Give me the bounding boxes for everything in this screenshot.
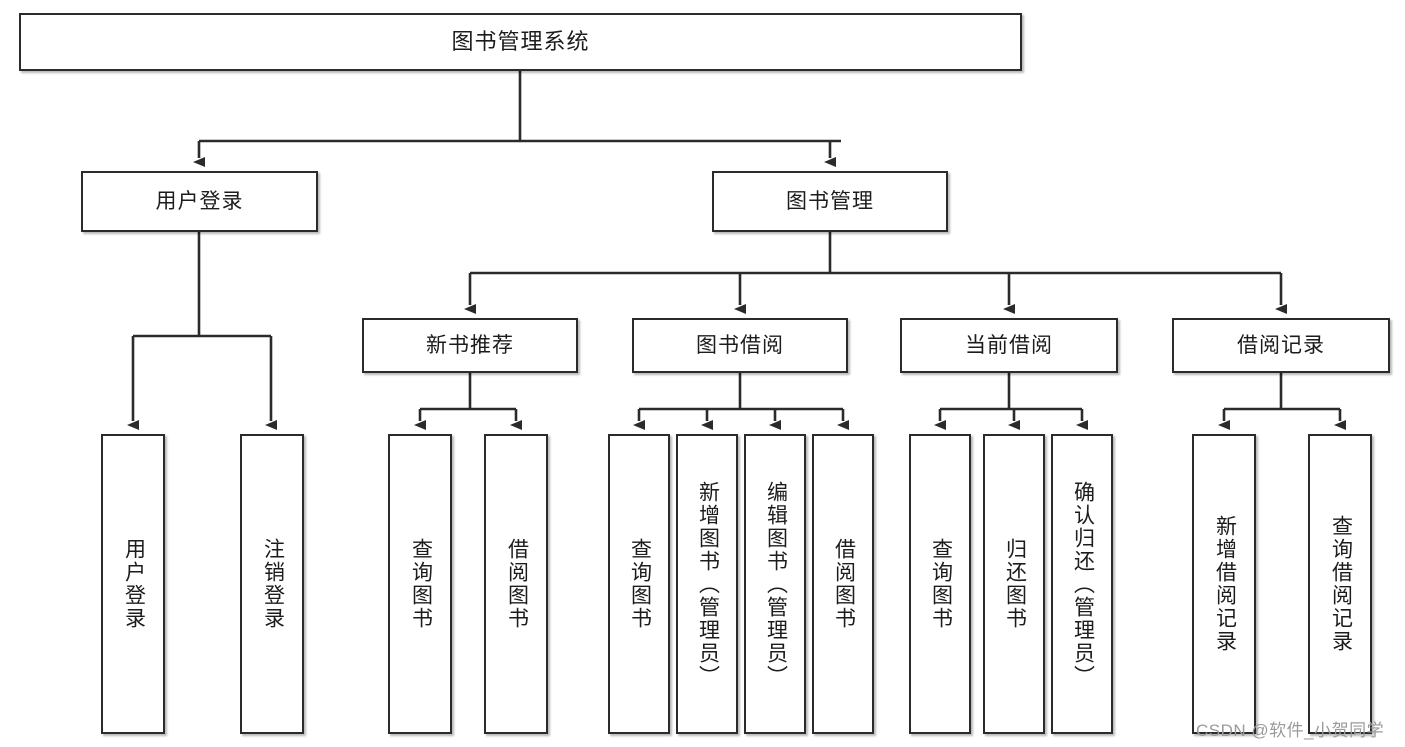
node-book-management-label: 图书管理: [786, 189, 874, 213]
node-current-borrow[interactable]: 当前借阅: [900, 318, 1118, 373]
watermark: CSDN @软件_小贺同学: [1196, 721, 1385, 740]
node-leaf-add-borrow-record[interactable]: 新增借阅记录: [1192, 434, 1256, 734]
node-leaf-add-borrow-record-label: 新增借阅记录: [1213, 515, 1237, 653]
node-leaf-query-books-borrow-label: 查询图书: [628, 538, 652, 630]
node-leaf-user-login-label: 用户登录: [122, 538, 146, 630]
node-leaf-query-books-borrow[interactable]: 查询图书: [608, 434, 670, 734]
node-root-label: 图书管理系统: [451, 28, 590, 54]
node-leaf-logout[interactable]: 注销登录: [240, 434, 304, 734]
node-leaf-confirm-return-admin-label: 确认归还（管理员）: [1071, 480, 1095, 688]
node-leaf-return-book[interactable]: 归还图书: [983, 434, 1045, 734]
node-root[interactable]: 图书管理系统: [19, 13, 1022, 71]
node-leaf-query-books-recommend-label: 查询图书: [409, 538, 433, 630]
node-leaf-return-book-label: 归还图书: [1003, 538, 1027, 630]
node-new-book-recommend[interactable]: 新书推荐: [362, 318, 578, 373]
node-borrow-record[interactable]: 借阅记录: [1172, 318, 1390, 373]
node-leaf-logout-label: 注销登录: [261, 538, 285, 630]
node-leaf-query-borrow-record[interactable]: 查询借阅记录: [1308, 434, 1372, 734]
node-leaf-query-books-current[interactable]: 查询图书: [909, 434, 971, 734]
node-leaf-edit-book-admin[interactable]: 编辑图书（管理员）: [744, 434, 806, 734]
node-leaf-confirm-return-admin[interactable]: 确认归还（管理员）: [1051, 434, 1113, 734]
node-leaf-edit-book-admin-label: 编辑图书（管理员）: [764, 480, 788, 688]
node-book-borrow[interactable]: 图书借阅: [632, 318, 848, 373]
node-leaf-query-borrow-record-label: 查询借阅记录: [1329, 515, 1353, 653]
node-leaf-query-books-recommend[interactable]: 查询图书: [388, 434, 452, 734]
node-user-login[interactable]: 用户登录: [81, 171, 318, 232]
node-leaf-borrow-books-recommend[interactable]: 借阅图书: [484, 434, 548, 734]
node-leaf-user-login[interactable]: 用户登录: [101, 434, 165, 734]
node-user-login-label: 用户登录: [155, 189, 244, 213]
node-leaf-borrow-book-action-label: 借阅图书: [832, 538, 856, 630]
node-new-book-recommend-label: 新书推荐: [426, 333, 514, 357]
node-leaf-query-books-current-label: 查询图书: [929, 538, 953, 630]
node-leaf-borrow-book-action[interactable]: 借阅图书: [812, 434, 874, 734]
node-leaf-add-book-admin[interactable]: 新增图书（管理员）: [676, 434, 738, 734]
node-borrow-record-label: 借阅记录: [1237, 333, 1325, 357]
node-leaf-add-book-admin-label: 新增图书（管理员）: [696, 480, 720, 688]
node-book-management[interactable]: 图书管理: [712, 171, 948, 232]
node-leaf-borrow-books-recommend-label: 借阅图书: [505, 538, 529, 630]
node-current-borrow-label: 当前借阅: [965, 333, 1053, 357]
node-book-borrow-label: 图书借阅: [696, 333, 784, 357]
